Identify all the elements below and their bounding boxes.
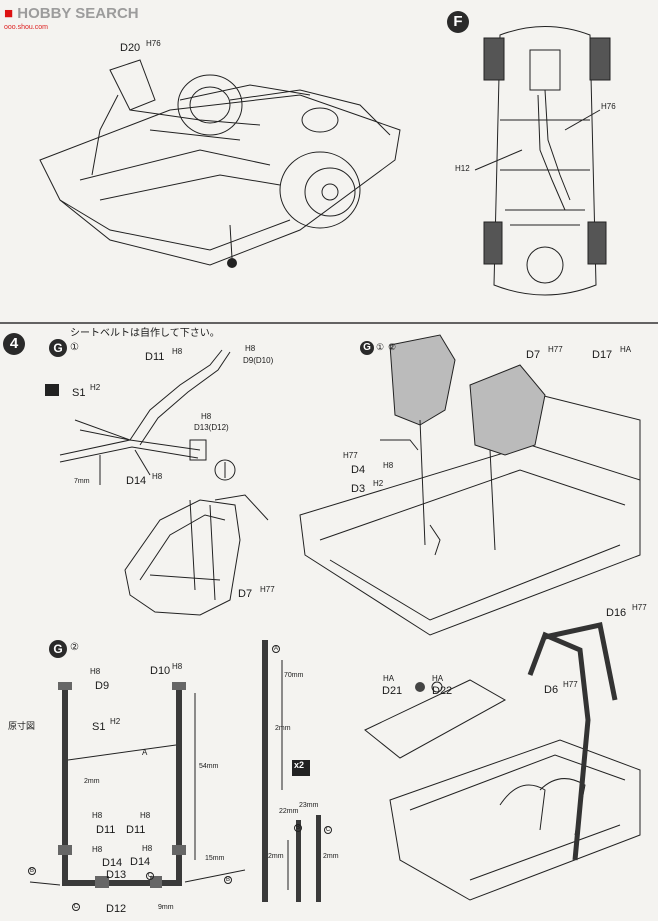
- paint-h8-label-5: H8: [383, 461, 394, 470]
- paint-h8-label-4: H8: [152, 472, 163, 481]
- strap-c-label-3: C: [324, 826, 332, 834]
- paint-h77-label-4: H77: [632, 603, 647, 612]
- part-d13-label: D13: [106, 869, 127, 881]
- step-f-badge: F: [447, 11, 469, 33]
- paint-h8-label-9: H8: [140, 811, 151, 820]
- quantity-x2-label: x2: [294, 760, 305, 770]
- part-d12-label: D12: [106, 903, 127, 915]
- paint-h76-label-2: H76: [601, 102, 616, 111]
- paint-h2-label-3: H2: [110, 717, 121, 726]
- dim-2mm-label-3: 2mm: [268, 853, 284, 860]
- watermark-url: ooo.shou.com: [4, 24, 48, 31]
- part-d10-label: D10: [150, 665, 171, 677]
- paint-h8-label-6: H8: [90, 667, 101, 676]
- paint-h8-label: H8: [172, 347, 183, 356]
- part-d11-label: D11: [145, 351, 165, 363]
- paint-h8-label-3: H8: [201, 412, 212, 421]
- g2-sub: ②: [70, 642, 79, 653]
- paint-h8-label-8: H8: [92, 811, 103, 820]
- g12-sub2: ②: [388, 342, 397, 352]
- part-d13-d12-label: D13(D12): [194, 423, 229, 432]
- part-d20-label: D20: [120, 42, 141, 54]
- paint-h8-label-10: H8: [92, 845, 103, 854]
- dim-22mm-label: 22mm: [279, 808, 299, 815]
- strap-b-label: B: [28, 867, 36, 875]
- step-4-badge: 4: [3, 333, 25, 355]
- part-d11-label-2: D11: [96, 824, 116, 836]
- chassis-rear-drawing: [39, 59, 401, 266]
- paint-ha-label-3: HA: [432, 674, 444, 683]
- part-s1-label-2: S1: [92, 721, 106, 733]
- rollbar: [527, 622, 618, 861]
- seat-with-belt-drawing: [124, 494, 269, 616]
- part-d6-label: D6: [544, 684, 559, 696]
- seatbelt-assembly-drawing: [59, 349, 231, 485]
- g2-badge: G: [49, 640, 67, 658]
- part-d3-label: D3: [351, 483, 366, 495]
- part-d14-label: D14: [126, 475, 147, 487]
- g12-badge: G: [360, 341, 374, 355]
- dim-2mm-label: 2mm: [84, 778, 100, 785]
- part-d4-label: D4: [351, 464, 366, 476]
- underside-view-drawing: [474, 26, 611, 296]
- paint-h77-label: H77: [260, 585, 275, 594]
- dim-2mm-label-4: 2mm: [323, 853, 339, 860]
- dim-23mm-label: 23mm: [299, 802, 319, 809]
- part-d14-label-2: D14: [102, 857, 123, 869]
- dim-70mm-label: 70mm: [284, 672, 304, 679]
- paint-h77-label-3: H77: [343, 451, 358, 460]
- paint-ha-label: HA: [620, 345, 632, 354]
- part-d11-label-3: D11: [126, 824, 146, 836]
- paint-h8-label-7: H8: [172, 662, 183, 671]
- part-d21-label: D21: [382, 685, 403, 697]
- strap-b-label-2: B: [224, 876, 232, 884]
- g1-sub: ①: [70, 342, 79, 353]
- paint-h8-label-2: H8: [245, 344, 256, 353]
- paint-h77-label-2: H77: [548, 345, 563, 354]
- g1-badge: G: [49, 339, 67, 357]
- part-d16-label: D16: [606, 607, 627, 619]
- watermark-logo: ■ HOBBY SEARCH: [4, 5, 139, 22]
- paint-ha-label-2: HA: [383, 674, 395, 683]
- rollbar-tub-drawing: [364, 679, 641, 901]
- part-d7-label-2: D7: [526, 349, 541, 361]
- strap-c-label-2: C: [146, 872, 154, 880]
- part-d14-label-3: D14: [130, 856, 151, 868]
- dim-7mm-label: 7mm: [74, 478, 90, 485]
- dim-2mm-label-2: 2mm: [275, 725, 291, 732]
- strap-c-label: C: [72, 903, 80, 911]
- strap-a-label-2: A: [272, 645, 280, 653]
- g12-sub1: ①: [376, 342, 385, 352]
- part-d17-label: D17: [592, 349, 613, 361]
- dim-9mm-label: 9mm: [158, 904, 174, 911]
- strap-pattern-drawing: [58, 640, 321, 902]
- part-d7-label: D7: [238, 588, 253, 600]
- part-d9-d10-label: D9(D10): [243, 356, 274, 365]
- paint-h2-label-2: H2: [373, 479, 384, 488]
- dim-54mm-label: 54mm: [199, 763, 219, 770]
- seats-in-tub-drawing: [299, 334, 641, 636]
- part-d9-label: D9: [95, 680, 110, 692]
- paint-h8-label-11: H8: [142, 844, 153, 853]
- seatbelt-note: シートベルトは自作して下さい。: [70, 328, 220, 339]
- paint-h77-label-5: H77: [563, 680, 578, 689]
- paint-h2-label: H2: [90, 383, 101, 392]
- full-scale-label: 原寸図: [8, 721, 36, 731]
- dim-15mm-label: 15mm: [205, 855, 225, 862]
- strap-a-label: A: [142, 748, 148, 757]
- paint-h12-label: H12: [455, 164, 470, 173]
- strap-b-label-3: B: [294, 824, 302, 832]
- part-s1-label: S1: [72, 387, 86, 399]
- part-d22-label: D22: [432, 685, 453, 697]
- paint-h76-label: H76: [146, 39, 161, 48]
